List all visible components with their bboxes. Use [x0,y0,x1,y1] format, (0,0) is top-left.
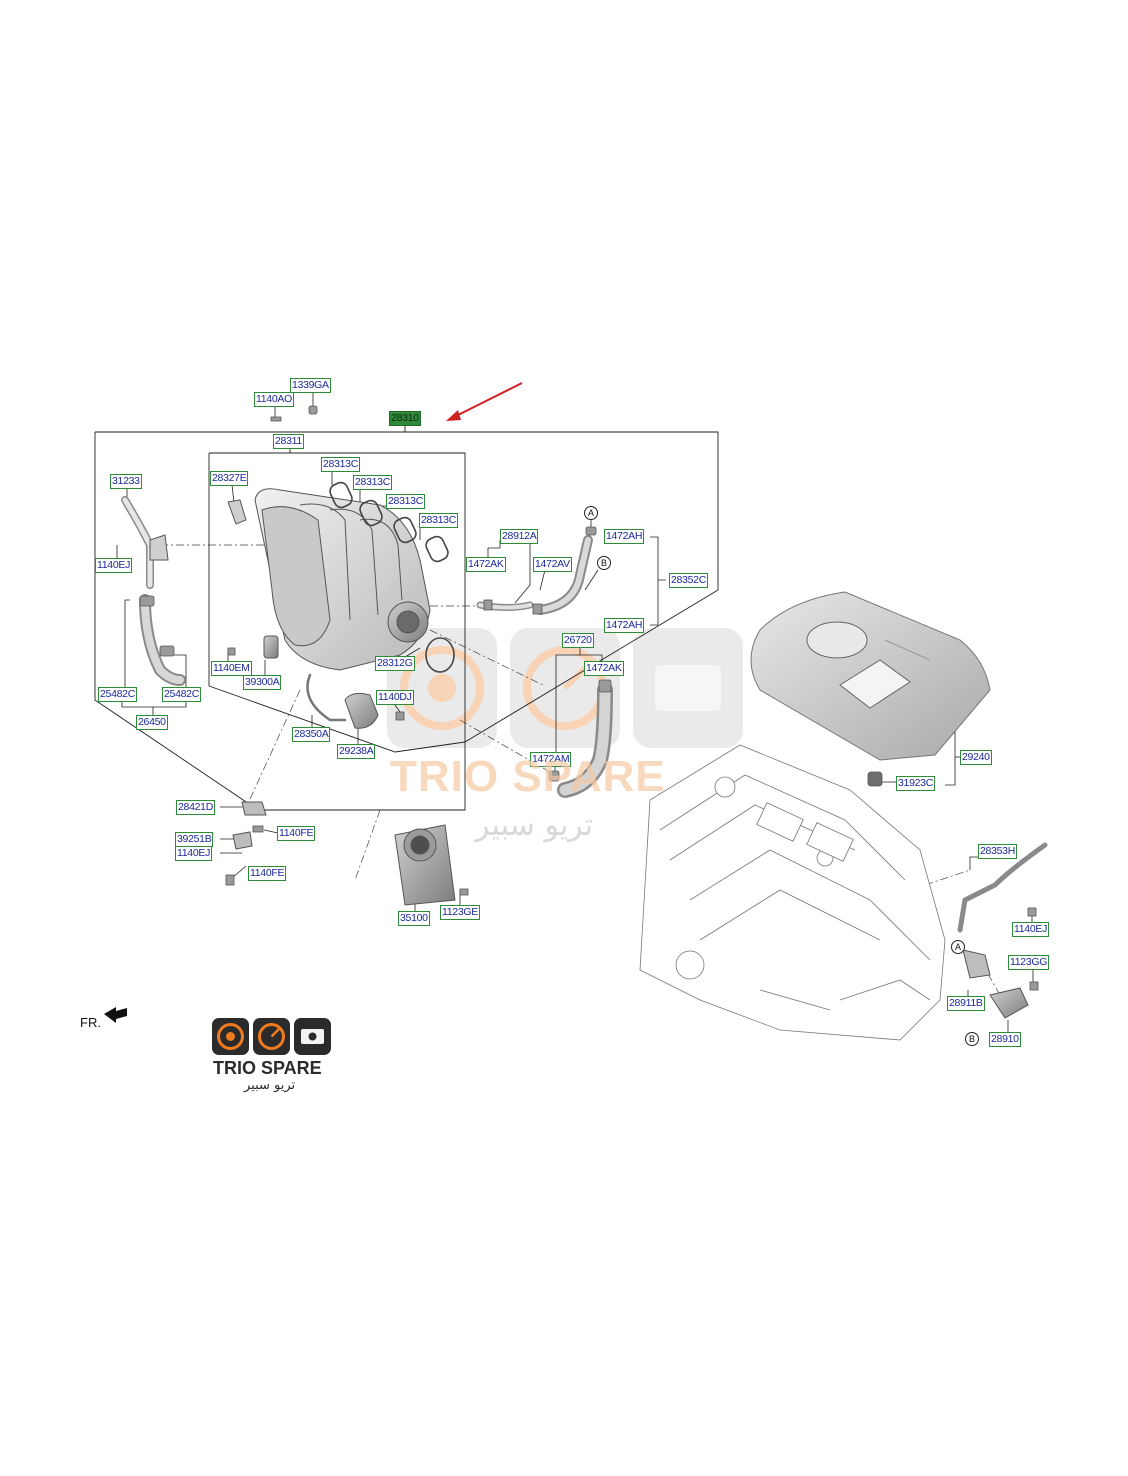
part-label-25482C: 25482C [98,687,137,702]
part-label-26450: 26450 [136,715,168,730]
part-label-25482C: 25482C [162,687,201,702]
part-label-28311: 28311 [273,434,304,449]
speedometer-icon [253,1018,290,1055]
brand-logo [212,1018,331,1055]
part-label-28352C: 28352C [669,573,708,588]
part-label-39300A: 39300A [243,675,282,690]
part-label-28353H: 28353H [978,844,1017,859]
brand-name: TRIO SPARE [213,1058,322,1078]
part-label-26720: 26720 [562,633,594,648]
part-label-1140EJ: 1140EJ [175,846,213,861]
part-label-1140AO: 1140AO [254,392,294,407]
gaskets [329,481,455,673]
part-label-1140FE: 1140FE [248,866,287,881]
part-label-29240: 29240 [960,750,992,765]
part-label-28313C: 28313C [419,513,458,528]
engine-icon [294,1018,331,1055]
part-label-28912A: 28912A [500,529,539,544]
part-label-28911B: 28911B [947,996,985,1011]
part-label-1140DJ: 1140DJ [376,690,414,705]
callout-a: A [584,506,598,520]
assembly-outline [94,424,719,811]
part-label-1339GA: 1339GA [290,378,331,393]
part-label-29238A: 29238A [337,744,376,759]
part-label-28910: 28910 [989,1032,1021,1047]
part-label-28350A: 28350A [292,727,331,742]
throttle-body [394,824,456,906]
part-label-1472AM: 1472AM [530,752,572,767]
part-label-35100: 35100 [398,911,430,926]
part-label-28310: 28310 [389,411,421,426]
part-label-1123GG: 1123GG [1008,955,1050,970]
part-label-28312G: 28312G [375,656,415,671]
small-parts [149,499,1029,1019]
part-label-31233: 31233 [110,474,142,489]
front-direction-label: FR. [80,1015,101,1030]
pointer-arrow [446,382,523,421]
reference-lines [160,544,1001,996]
part-label-1140EJ: 1140EJ [95,558,133,573]
engine-block [639,744,946,1041]
part-label-1140EJ: 1140EJ [1012,922,1050,937]
part-label-28421D: 28421D [176,800,215,815]
watermark-brand-arabic: تريو سبير [475,808,594,843]
callout-b: B [597,556,611,570]
hoses [121,496,1048,933]
callout-a: A [951,940,965,954]
engine-cover [750,591,991,761]
part-label-1140FE: 1140FE [277,826,316,841]
part-label-28313C: 28313C [321,457,360,472]
watermark [387,628,743,748]
part-label-28313C: 28313C [386,494,425,509]
part-label-1472AV: 1472AV [533,557,572,572]
part-label-31923C: 31923C [896,776,935,791]
watermark-brand-name: TRIO SPARE [390,752,666,801]
part-label-28327E: 28327E [210,471,249,486]
callout-b: B [965,1032,979,1046]
part-label-1472AH: 1472AH [604,618,645,633]
part-label-1123GE: 1123GE [440,905,480,920]
part-label-39251B: 39251B [175,832,214,847]
part-label-1472AH: 1472AH [604,529,645,544]
brake-disc-icon [212,1018,249,1055]
fasteners [139,405,1039,991]
part-label-1472AK: 1472AK [466,557,506,572]
intake-manifold [254,488,431,671]
part-label-28313C: 28313C [353,475,392,490]
front-arrow-icon [104,1007,127,1023]
brand-arabic: تريو سبير [244,1078,296,1093]
part-label-1140EM: 1140EM [211,661,252,676]
part-label-1472AK: 1472AK [584,661,624,676]
